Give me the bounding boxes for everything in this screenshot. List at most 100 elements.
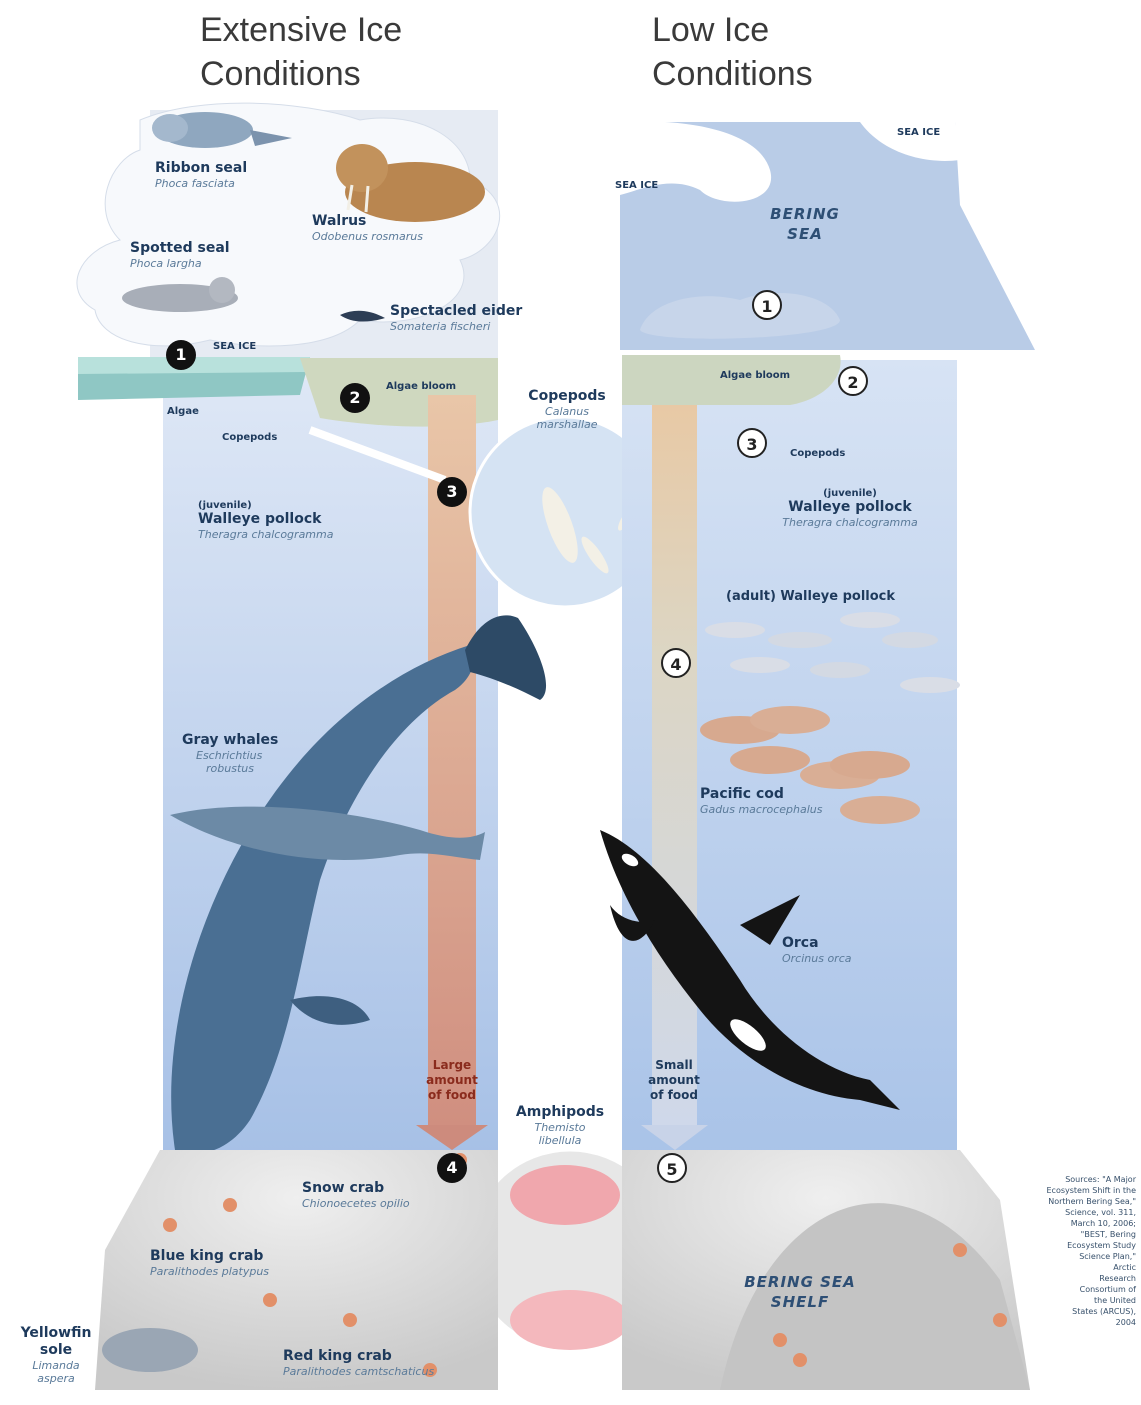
right-heading: Low Ice Conditions	[652, 8, 813, 96]
source-line: "BEST, Bering	[990, 1229, 1136, 1240]
source-line: March 10, 2006;	[990, 1218, 1136, 1229]
right-juvenile-pollock-sci: Theragra chalcogramma	[760, 516, 940, 529]
left-heading-line-2: Conditions	[200, 52, 402, 96]
gray-whales-label: Gray whales Eschrichtius robustus	[182, 732, 278, 775]
red-king-crab-sci: Paralithodes camtschaticus	[283, 1365, 434, 1378]
source-note: Sources: "A Major Ecosystem Shift in the…	[990, 1174, 1136, 1328]
red-king-crab-name: Red king crab	[283, 1348, 434, 1365]
ribbon-seal-label: Ribbon seal Phoca fasciata	[155, 160, 247, 190]
blue-king-crab-sci: Paralithodes platypus	[150, 1265, 269, 1278]
gray-whales-name: Gray whales	[182, 732, 278, 749]
yellowfin-sole-name-2: sole	[18, 1342, 94, 1359]
source-line: Ecosystem Study	[990, 1240, 1136, 1251]
center-copepods-label: Copepods Calanus marshallae	[515, 388, 619, 431]
spotted-seal-label: Spotted seal Phoca largha	[130, 240, 230, 270]
small-food-line-2: amount	[636, 1073, 712, 1088]
snow-crab-label: Snow crab Chionoecetes opilio	[302, 1180, 410, 1210]
left-copepods-label: Copepods	[222, 432, 277, 443]
adult-pollock-label: (adult) Walleye pollock	[726, 588, 895, 605]
right-sea-ice-top-label: SEA ICE	[897, 127, 940, 138]
left-marker-3: 3	[437, 477, 467, 507]
center-copepods-sci-1: Calanus	[515, 405, 619, 418]
center-copepods-name: Copepods	[515, 388, 619, 405]
right-juvenile-pollock-name: Walleye pollock	[760, 499, 940, 516]
bering-sea-line-2: SEA	[760, 224, 850, 244]
red-king-crab-label: Red king crab Paralithodes camtschaticus	[283, 1348, 434, 1378]
left-heading-line-1: Extensive Ice	[200, 8, 402, 52]
pacific-cod-sci: Gadus macrocephalus	[700, 803, 822, 816]
right-marker-2: 2	[838, 366, 868, 396]
spotted-seal-name: Spotted seal	[130, 240, 230, 257]
source-line: 2004	[990, 1317, 1136, 1328]
amphipods-sci-1: Themisto	[508, 1121, 612, 1134]
source-line: Arctic	[990, 1262, 1136, 1273]
gray-whales-sci-2: robustus	[182, 762, 278, 775]
yellowfin-sole-sci-2: aspera	[18, 1372, 94, 1385]
orca-sci: Orcinus orca	[782, 952, 852, 965]
yellowfin-sole-label: Yellowfin sole Limanda aspera	[18, 1325, 94, 1385]
spectacled-eider-name: Spectacled eider	[390, 303, 522, 320]
right-juvenile-pollock-label: (juvenile) Walleye pollock Theragra chal…	[760, 488, 940, 529]
large-food-line-2: amount	[414, 1073, 490, 1088]
left-juvenile-qualifier: (juvenile)	[198, 500, 333, 511]
amphipods-name: Amphipods	[508, 1104, 612, 1121]
left-sea-ice-label: SEA ICE	[213, 341, 256, 352]
amphipods-sci-2: libellula	[508, 1134, 612, 1147]
ribbon-seal-name: Ribbon seal	[155, 160, 247, 177]
large-food-label: Large amount of food	[414, 1058, 490, 1103]
source-line: Consortium of	[990, 1284, 1136, 1295]
yellowfin-sole-sci-1: Limanda	[18, 1359, 94, 1372]
left-juvenile-pollock-name: Walleye pollock	[198, 511, 333, 528]
bering-sea-line-1: BERING	[760, 204, 850, 224]
algae-label: Algae	[167, 406, 199, 417]
blue-king-crab-name: Blue king crab	[150, 1248, 269, 1265]
bering-sea-shelf-line-2: SHELF	[735, 1292, 865, 1312]
amphipods-label: Amphipods Themisto libellula	[508, 1104, 612, 1147]
pacific-cod-label: Pacific cod Gadus macrocephalus	[700, 786, 822, 816]
small-food-label: Small amount of food	[636, 1058, 712, 1103]
source-line: the United	[990, 1295, 1136, 1306]
gray-whales-sci-1: Eschrichtius	[182, 749, 278, 762]
spotted-seal-sci: Phoca largha	[130, 257, 230, 270]
orca-label: Orca Orcinus orca	[782, 935, 852, 965]
right-juvenile-qualifier: (juvenile)	[760, 488, 940, 499]
small-food-line-1: Small	[636, 1058, 712, 1073]
snow-crab-name: Snow crab	[302, 1180, 410, 1197]
source-line: Science Plan,"	[990, 1251, 1136, 1262]
large-food-line-3: of food	[414, 1088, 490, 1103]
walrus-sci: Odobenus rosmarus	[312, 230, 423, 243]
small-food-line-3: of food	[636, 1088, 712, 1103]
bering-sea-shelf-label: BERING SEA SHELF	[735, 1272, 865, 1312]
left-marker-1: 1	[166, 340, 196, 370]
bering-sea-shelf-line-1: BERING SEA	[735, 1272, 865, 1292]
right-marker-1: 1	[752, 290, 782, 320]
right-marker-4: 4	[661, 648, 691, 678]
source-line: States (ARCUS),	[990, 1306, 1136, 1317]
left-juvenile-pollock-sci: Theragra chalcogramma	[198, 528, 333, 541]
large-food-line-1: Large	[414, 1058, 490, 1073]
left-juvenile-pollock-label: (juvenile) Walleye pollock Theragra chal…	[198, 500, 333, 541]
bering-sea-label: BERING SEA	[760, 204, 850, 244]
walrus-label: Walrus Odobenus rosmarus	[312, 213, 423, 243]
left-heading: Extensive Ice Conditions	[200, 8, 402, 96]
right-seafloor	[622, 1150, 1030, 1390]
orca-name: Orca	[782, 935, 852, 952]
left-marker-4: 4	[437, 1153, 467, 1183]
left-algae-bloom-label: Algae bloom	[386, 381, 456, 392]
right-marker-5: 5	[657, 1153, 687, 1183]
snow-crab-sci: Chionoecetes opilio	[302, 1197, 410, 1210]
right-heading-line-1: Low Ice	[652, 8, 813, 52]
source-line: Ecosystem Shift in the	[990, 1185, 1136, 1196]
pacific-cod-name: Pacific cod	[700, 786, 822, 803]
walrus-name: Walrus	[312, 213, 423, 230]
blue-king-crab-label: Blue king crab Paralithodes platypus	[150, 1248, 269, 1278]
center-copepods-sci-2: marshallae	[515, 418, 619, 431]
yellowfin-sole-name-1: Yellowfin	[18, 1325, 94, 1342]
source-line: Sources: "A Major	[990, 1174, 1136, 1185]
source-line: Research	[990, 1273, 1136, 1284]
ribbon-seal-sci: Phoca fasciata	[155, 177, 247, 190]
source-line: Science, vol. 311,	[990, 1207, 1136, 1218]
right-heading-line-2: Conditions	[652, 52, 813, 96]
right-copepods-label: Copepods	[790, 448, 845, 459]
